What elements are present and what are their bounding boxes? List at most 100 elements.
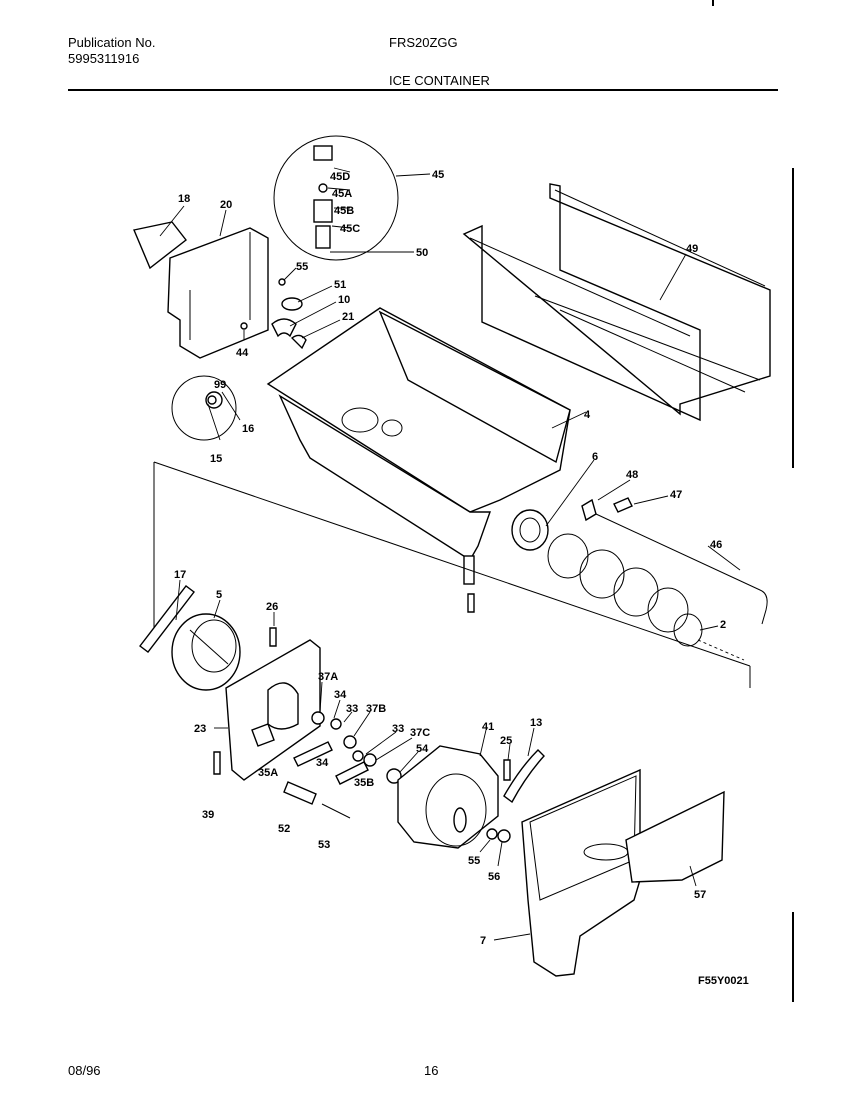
callout-23: 23	[194, 723, 206, 735]
callout-52: 52	[278, 823, 290, 835]
footer-page-number: 16	[424, 1063, 439, 1078]
publication-number: 5995311916	[68, 51, 140, 66]
frame-top-line	[153, 461, 751, 667]
callout-56: 56	[488, 871, 500, 883]
callout-50: 50	[416, 247, 428, 259]
callout-45D: 45D	[330, 171, 350, 183]
bearing-6	[511, 509, 549, 551]
gear-37A	[311, 711, 325, 725]
callout-57: 57	[694, 889, 706, 901]
section-title: ICE CONTAINER	[389, 73, 490, 88]
bearing-16	[207, 395, 217, 405]
bearing-circle-outline	[171, 375, 237, 441]
bracket-52	[283, 781, 317, 805]
right-edge-mark-bottom	[792, 912, 794, 1002]
actuator-45C	[315, 225, 331, 249]
blade-17	[139, 585, 195, 653]
motor-18	[133, 221, 187, 270]
motor-bracket-assembly	[133, 205, 341, 359]
callout-33-upper: 33	[346, 703, 358, 715]
callout-37B: 37B	[366, 703, 386, 715]
bucket-front-wall	[278, 394, 491, 561]
motor-mount-plate-23	[213, 612, 321, 781]
callout-53: 53	[318, 839, 330, 851]
screw-55	[278, 278, 286, 286]
rail-outline	[462, 183, 771, 422]
callout-4: 4	[584, 409, 591, 421]
callout-17: 17	[174, 569, 186, 581]
spring-13	[503, 749, 545, 804]
spring-35B	[335, 761, 369, 785]
switch-cap-45D	[313, 145, 333, 161]
callout-46: 46	[710, 539, 722, 551]
ball-45A	[318, 183, 328, 193]
door-57	[625, 790, 725, 883]
callout-41: 41	[482, 721, 494, 733]
figure-code: F55Y0021	[698, 975, 749, 987]
spring-35A	[293, 741, 333, 767]
washer-56	[497, 829, 511, 843]
bucket-back-wall	[378, 310, 571, 464]
spring-21	[290, 334, 307, 350]
cover-outline	[521, 768, 641, 977]
callout-25: 25	[500, 735, 512, 747]
washer-34a	[330, 718, 342, 730]
washer-55	[486, 828, 498, 840]
gear-37C	[363, 753, 377, 767]
callout-10: 10	[338, 294, 350, 306]
callout-20: 20	[220, 199, 232, 211]
lever-10	[271, 318, 297, 338]
right-edge-mark-top	[792, 168, 794, 468]
footer-date: 08/96	[68, 1063, 101, 1078]
screw-44	[240, 322, 248, 330]
callout-15: 15	[210, 453, 222, 465]
callout-55: 55	[296, 261, 308, 273]
callout-16: 16	[242, 423, 254, 435]
spring-51	[281, 297, 303, 311]
bracket-20	[167, 227, 269, 359]
callout-5: 5	[216, 589, 222, 601]
callout-34-lower: 34	[316, 757, 329, 769]
callout-47: 47	[670, 489, 682, 501]
callout-48: 48	[626, 469, 638, 481]
slide-rails-49	[462, 183, 771, 422]
callout-51: 51	[334, 279, 346, 291]
detail-circle-bearing	[171, 375, 241, 441]
callout-45A: 45A	[332, 188, 352, 200]
callout-7: 7	[480, 935, 486, 947]
callout-37C: 37C	[410, 727, 430, 739]
screw-26	[269, 627, 277, 647]
callout-labels: 45D 45A 45B 45C 45 50 18 20 55 51 10 21 …	[174, 169, 749, 987]
front-cover-7	[493, 768, 725, 977]
ice-container-bucket-4	[266, 307, 587, 613]
callout-54: 54	[416, 743, 429, 755]
pin-53	[321, 803, 351, 819]
callout-26: 26	[266, 601, 278, 613]
header-rule	[68, 89, 778, 91]
auger-drum-5	[171, 613, 241, 691]
drive-gear-assembly	[283, 681, 419, 819]
damper-rod-assembly	[581, 479, 768, 625]
switch-body-45B	[313, 199, 333, 223]
callout-99: 99	[214, 379, 226, 391]
bucket-screw	[467, 593, 475, 613]
callout-45: 45	[432, 169, 444, 181]
plate-opening	[267, 682, 299, 730]
washer-54	[386, 768, 402, 784]
callout-18: 18	[178, 193, 190, 205]
publication-label: Publication No.	[68, 35, 156, 50]
callout-49: 49	[686, 243, 698, 255]
callout-34-upper: 34	[334, 689, 347, 701]
model-number: FRS20ZGG	[389, 35, 458, 50]
small-fasteners	[479, 727, 545, 867]
callout-33-lower: 33	[392, 723, 404, 735]
washer-34b	[352, 750, 364, 762]
callout-37A: 37A	[318, 671, 338, 683]
detail-circle-switch	[273, 135, 431, 261]
callout-45C: 45C	[340, 223, 360, 235]
corner-mark	[712, 0, 714, 6]
callout-21: 21	[342, 311, 354, 323]
auger-blade-assembly	[139, 579, 241, 691]
clip-47	[613, 497, 633, 513]
